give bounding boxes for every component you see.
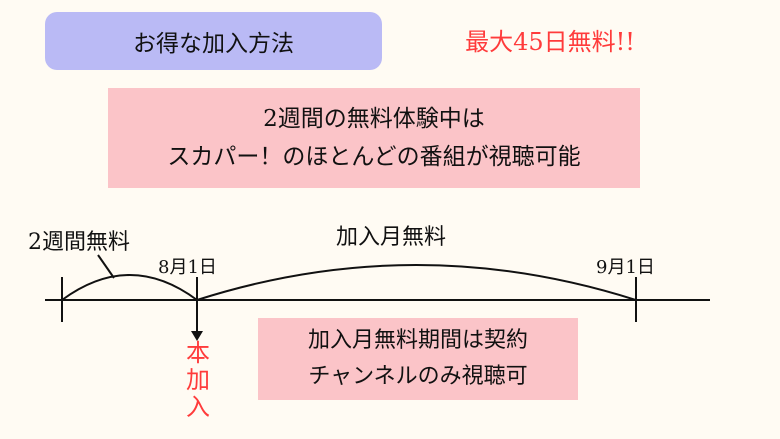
trial-label: 2週間無料	[28, 230, 130, 255]
info-line-1: 2週間の無料体験中は	[263, 106, 485, 132]
join-marker: 本 加 入	[184, 340, 212, 421]
note-box: 加入月無料期間は契約 チャンネルのみ視聴可	[258, 318, 578, 400]
join-marker-char: 本	[186, 339, 210, 367]
note-line-2: チャンネルのみ視聴可	[308, 364, 528, 389]
start-date: 8月1日	[158, 257, 217, 278]
join-month-label: 加入月無料	[336, 225, 447, 250]
join-month-arc	[196, 264, 637, 301]
join-marker-char: 加	[186, 366, 210, 394]
join-arrow-head	[191, 331, 203, 341]
trial-label-pointer	[97, 254, 115, 279]
trial-arc	[61, 274, 198, 301]
join-marker-char: 入	[186, 393, 210, 421]
info-line-2: スカパー！のほとんどの番組が視聴可能	[167, 144, 581, 170]
title-banner: お得な加入方法	[45, 12, 382, 70]
end-date: 9月1日	[596, 257, 655, 278]
page-title: お得な加入方法	[133, 31, 294, 57]
promo-text: 最大45日無料!!	[465, 28, 635, 56]
info-box: 2週間の無料体験中は スカパー！のほとんどの番組が視聴可能	[108, 88, 640, 188]
note-line-1: 加入月無料期間は契約	[307, 328, 528, 353]
